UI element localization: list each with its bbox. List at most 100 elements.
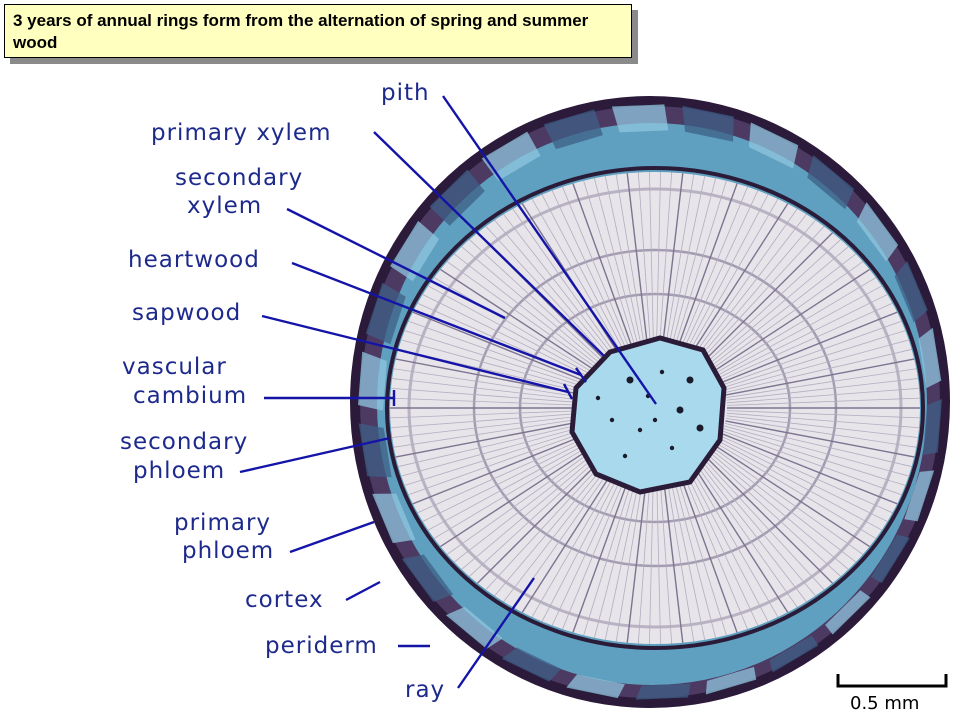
ray-line <box>661 469 684 644</box>
ray-line <box>685 190 771 353</box>
phloem-cell-block <box>918 327 942 389</box>
ray-line <box>726 397 920 406</box>
phloem-cell-block <box>748 122 799 169</box>
ray-line <box>429 274 596 375</box>
ray-line <box>661 172 684 347</box>
ray-line <box>723 338 914 391</box>
phloem-cell-block <box>894 260 928 323</box>
ray-line <box>550 186 628 352</box>
ray-line <box>665 469 695 644</box>
phloem-cell-block <box>372 493 416 544</box>
secondary-phloem-leader <box>239 436 391 474</box>
ray-line <box>482 222 610 361</box>
ray-line <box>712 266 874 373</box>
ray-line <box>693 205 800 356</box>
heartwood-leader <box>291 261 582 377</box>
ray-lines <box>390 172 920 644</box>
ray-line <box>676 466 740 637</box>
ray-line <box>408 309 590 384</box>
scale-bar-line <box>836 674 948 688</box>
ray-line <box>705 236 845 364</box>
stem-section <box>350 96 950 708</box>
ray-line <box>396 338 587 391</box>
ray-line <box>412 435 591 516</box>
ray-line <box>436 266 598 373</box>
ray-line <box>390 415 584 439</box>
ray-line <box>717 437 892 524</box>
ray-line <box>443 258 599 370</box>
ray-line <box>403 430 589 497</box>
phloem-cell-block <box>481 131 541 181</box>
sapwood-leader <box>261 314 569 394</box>
label-secondary-phloem-line1: secondary <box>120 429 248 455</box>
ray-line <box>719 300 898 381</box>
ray-line <box>688 195 781 354</box>
label-vascular-cambium-line1: vascular <box>122 354 227 380</box>
ray-line <box>721 319 907 386</box>
ray-line <box>539 463 625 626</box>
ray-line <box>637 469 651 644</box>
ray-line <box>604 172 642 348</box>
ray-line <box>550 464 628 630</box>
ray-line <box>698 216 819 359</box>
ray-line <box>682 186 760 352</box>
ray-line <box>709 250 860 368</box>
phloem-cell-block <box>611 104 669 133</box>
ray-line <box>626 172 649 347</box>
pith-cell-dot <box>622 453 628 459</box>
phloem-cell-blocks <box>358 104 942 700</box>
ray-line <box>690 199 791 355</box>
ray-line <box>390 387 584 404</box>
ray-line <box>688 462 781 621</box>
ray-line <box>693 460 800 611</box>
ray-line <box>673 176 728 349</box>
ray-line <box>457 243 603 366</box>
phloem-cell-block <box>904 470 935 522</box>
ray-line <box>720 309 902 384</box>
scale-bar-label: 0.5 mm <box>850 693 919 714</box>
ray-line <box>668 468 706 644</box>
ray-line <box>668 172 706 348</box>
ray-line <box>676 179 740 350</box>
ray-line <box>423 283 594 377</box>
ray-line <box>403 319 589 386</box>
ray-line <box>473 453 608 587</box>
ray-line <box>390 377 584 401</box>
phloem-cell-block <box>807 155 855 210</box>
phloem-cell-block <box>923 399 942 456</box>
ray-line <box>725 367 920 399</box>
label-secondary-xylem-line2: xylem <box>187 193 262 219</box>
ray-line <box>539 190 625 353</box>
label-sapwood: sapwood <box>132 300 241 326</box>
pith-cell-dot <box>669 445 675 451</box>
ray-line <box>685 463 771 626</box>
ray-line <box>724 347 917 393</box>
heartwood-tick <box>575 367 587 383</box>
ray-line <box>592 174 639 348</box>
ray-line <box>500 210 615 358</box>
label-vascular-cambium-line2: cambium <box>133 383 247 409</box>
phloem-cell-block <box>365 282 406 345</box>
phloem-cell-block <box>445 606 503 649</box>
label-heartwood: heartwood <box>128 247 260 273</box>
pith-cell-dot <box>626 376 634 384</box>
pith-cell-dot <box>637 427 643 433</box>
ray-line <box>423 439 594 533</box>
ray-line <box>615 172 645 347</box>
ray-line <box>690 461 791 617</box>
ray-line <box>721 430 907 497</box>
ray-line <box>726 415 920 439</box>
ray-line <box>529 195 622 354</box>
label-secondary-xylem-line1: secondary <box>175 165 303 191</box>
label-primary-phloem-line1: primary <box>174 510 271 536</box>
ray-line <box>671 174 718 348</box>
phloem-cell-block <box>566 674 625 699</box>
ray-line <box>659 469 673 644</box>
ray-line <box>648 172 654 347</box>
ray-line <box>615 469 645 644</box>
ray-line <box>648 469 654 644</box>
ray-line <box>592 468 639 642</box>
pith <box>569 335 727 495</box>
ray-line <box>529 462 622 621</box>
